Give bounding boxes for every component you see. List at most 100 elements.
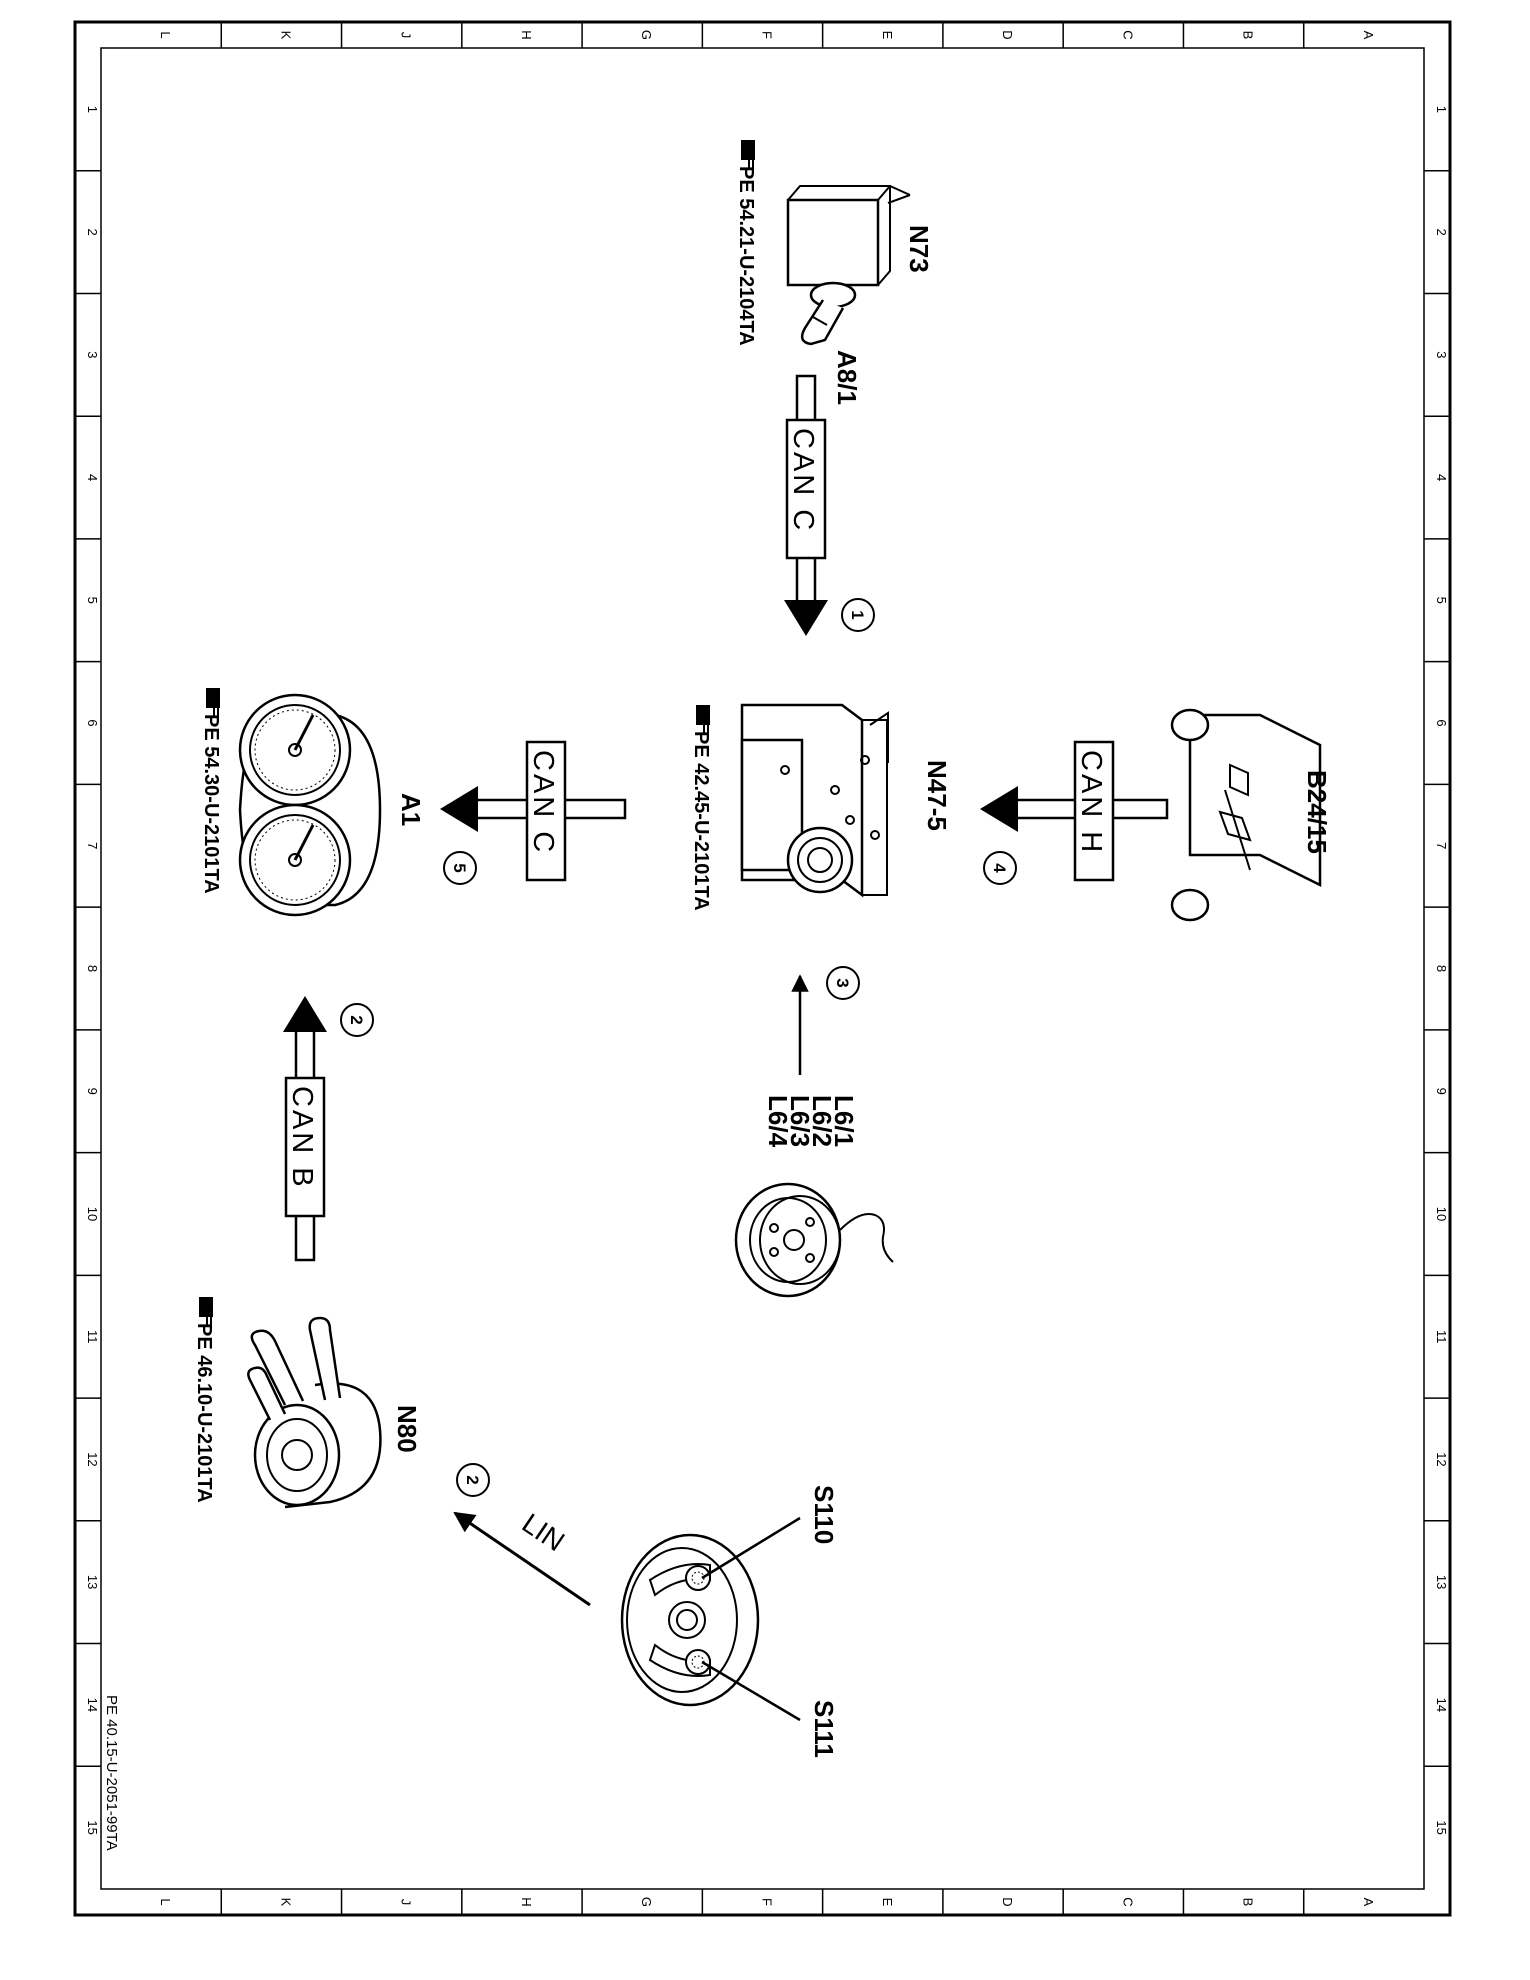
ruler-column-label: E	[880, 1898, 895, 1907]
a1-ref-text: PE 54.30-U-2101TA	[200, 714, 222, 894]
ruler-row-label: 5	[1434, 597, 1449, 604]
n47-5-ref-text: PE 42.45-U-2101TA	[690, 731, 712, 911]
ruler-row-label: 11	[1434, 1330, 1449, 1344]
n73-ref-text: PE 54.21-U-2104TA	[735, 166, 757, 346]
s110-label: S110	[809, 1485, 839, 1544]
n47-5-control-unit-icon	[740, 703, 889, 898]
connection-number-1: 1	[848, 610, 867, 619]
ruler-column-label: C	[1120, 1897, 1135, 1906]
connection-lin-2: LIN 2	[453, 1463, 591, 1607]
n80-label: N80	[392, 1405, 422, 1453]
connection-number-2a: 2	[347, 1015, 366, 1024]
can-c-1-label: CAN C	[787, 428, 819, 533]
n47-5-reference: PE 42.45-U-2101TA	[690, 705, 712, 911]
n80-steering-column-module-icon	[247, 1316, 382, 1509]
ruler-column-label: H	[519, 30, 534, 39]
steering-wheel-icon	[620, 1533, 760, 1707]
ruler-row-label: 9	[1434, 1088, 1449, 1095]
connection-3: 3	[791, 966, 860, 1075]
pointing-hand-icon	[696, 705, 710, 735]
can-h-label: CAN H	[1075, 750, 1107, 855]
ruler-column-label: C	[1120, 30, 1135, 39]
connection-can-c-1: CAN C 1	[784, 374, 875, 636]
b24-15-label: B24/15	[1302, 770, 1332, 854]
ruler-row-label: 12	[1434, 1452, 1449, 1466]
ruler-row-label: 3	[1434, 351, 1449, 358]
l6-wheel-speed-sensor-icon	[734, 1182, 894, 1298]
ruler-row-label: 15	[85, 1820, 100, 1834]
connection-can-c-5: CAN C 5	[440, 740, 627, 885]
n80-reference: PE 46.10-U-2101TA	[193, 1297, 215, 1503]
pointing-hand-icon	[206, 688, 220, 718]
ruler-row-label: 9	[85, 1088, 100, 1095]
ruler-column-label: L	[158, 1898, 173, 1905]
ruler-row-label: 13	[85, 1575, 100, 1589]
ruler-column-label: L	[158, 31, 173, 38]
a8-1-label: A8/1	[832, 350, 862, 405]
connection-can-h-4: CAN H 4	[980, 740, 1169, 885]
ruler-column-label: E	[880, 31, 895, 40]
lin-label: LIN	[517, 1507, 570, 1557]
ruler-column-label: K	[278, 31, 293, 40]
a1-reference: PE 54.30-U-2101TA	[200, 688, 222, 894]
ruler-column-label: F	[760, 1898, 775, 1906]
ruler-row-label: 4	[1434, 474, 1449, 481]
ruler-column-label: G	[639, 30, 654, 40]
ruler-column-label: B	[1241, 1898, 1256, 1907]
l6-labels: L6/1 L6/2 L6/3 L6/4	[763, 1095, 859, 1148]
ruler-column-label: J	[399, 32, 414, 39]
connection-can-b-2: CAN B 2	[283, 996, 374, 1262]
n73-reference: PE 54.21-U-2104TA	[735, 140, 757, 346]
ruler-column-label: D	[1000, 1897, 1015, 1906]
ruler-column-label: J	[399, 1899, 414, 1906]
ruler-row-label: 10	[1434, 1207, 1449, 1221]
document-id: PE 40.15-U-2051-99TA	[103, 1695, 120, 1851]
ruler-row-label: 2	[1434, 228, 1449, 235]
n73-label: N73	[904, 225, 934, 273]
ruler-row-label: 14	[85, 1698, 100, 1712]
ruler-column-label: A	[1361, 1898, 1376, 1907]
s110-leader-line	[701, 1516, 801, 1580]
s111-leader-line	[701, 1660, 801, 1722]
ruler-column-label: F	[760, 31, 775, 39]
n73-ignition-switch-icon	[786, 185, 911, 346]
a1-label: A1	[396, 793, 426, 826]
connection-number-4: 4	[990, 863, 1009, 873]
connection-number-2b: 2	[463, 1475, 482, 1484]
l6-3-label: L6/3	[785, 1095, 815, 1147]
ruler-row-label: 13	[1434, 1575, 1449, 1589]
ruler-row-label: 14	[1434, 1698, 1449, 1712]
ruler-row-label: 10	[85, 1207, 100, 1221]
n47-5-label: N47-5	[922, 760, 952, 831]
ruler-row-label: 2	[85, 228, 100, 235]
ruler-column-label: D	[1000, 30, 1015, 39]
ruler-column-label: A	[1361, 31, 1376, 40]
ruler-row-label: 11	[85, 1330, 100, 1344]
pointing-hand-icon	[741, 140, 755, 170]
ruler-row-label: 12	[85, 1452, 100, 1466]
l6-1-label: L6/1	[829, 1095, 859, 1147]
b24-15-sensor-icon	[1170, 708, 1322, 922]
pointing-hand-icon	[199, 1297, 213, 1327]
ruler-row-label: 7	[1434, 842, 1449, 849]
ruler-row-label: 6	[85, 719, 100, 726]
ruler-row-label: 5	[85, 597, 100, 604]
ruler-column-label: H	[519, 1897, 534, 1906]
ruler-column-label: B	[1241, 31, 1256, 40]
ruler-row-label: 7	[85, 842, 100, 849]
ruler-column-label: G	[639, 1897, 654, 1907]
can-b-label: CAN B	[286, 1086, 318, 1190]
ruler-column-label: K	[278, 1898, 293, 1907]
ruler-row-label: 6	[1434, 719, 1449, 726]
ruler-row-label: 4	[85, 474, 100, 481]
ruler-row-label: 3	[85, 351, 100, 358]
a1-instrument-cluster-icon	[238, 693, 382, 917]
connection-number-5: 5	[450, 863, 469, 872]
ruler-row-label: 8	[85, 965, 100, 972]
can-c-5-label: CAN C	[527, 750, 559, 855]
connection-number-3: 3	[833, 978, 852, 987]
s111-label: S111	[809, 1700, 839, 1758]
ruler-row-label: 8	[1434, 965, 1449, 972]
